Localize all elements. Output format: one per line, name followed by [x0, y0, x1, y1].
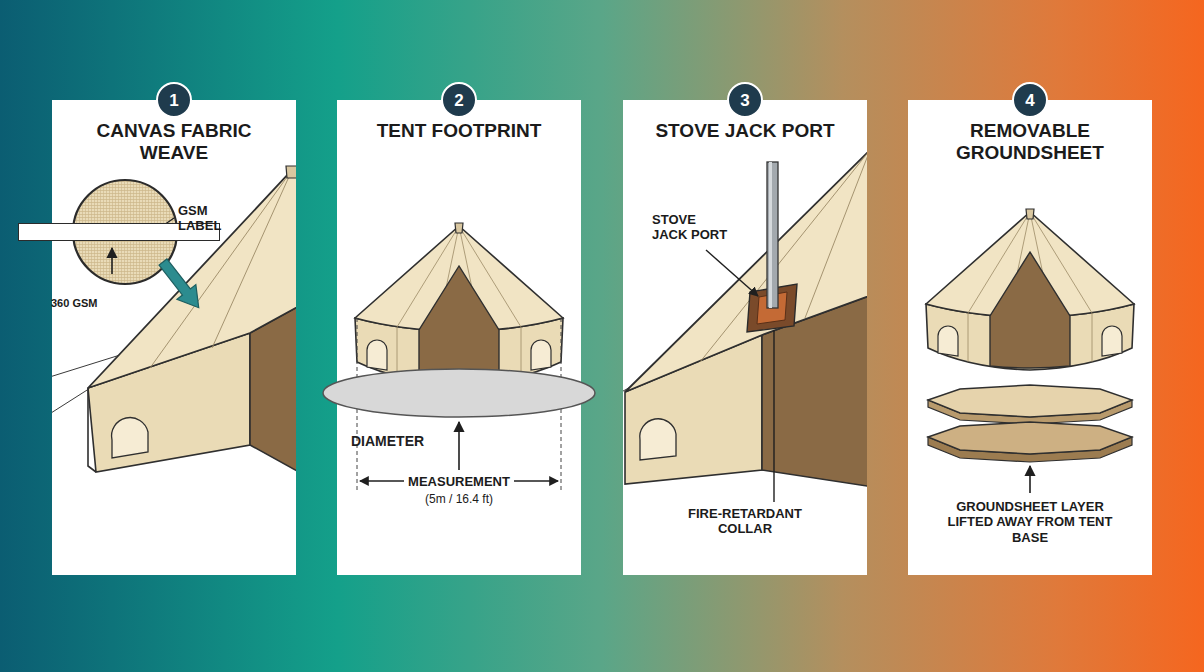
groundsheet-layer: [928, 385, 1132, 417]
ellipse-outline: [323, 369, 595, 417]
zoom-arrow: [154, 255, 209, 315]
callout-label: MEASUREMENT: [404, 474, 514, 489]
tent-window: [640, 419, 676, 460]
step-number: 1: [156, 82, 192, 118]
bell-tent: [355, 223, 563, 384]
step-number: 4: [1012, 82, 1048, 118]
pointer-arrow: [458, 422, 460, 470]
tent-window: [112, 418, 148, 458]
panel-title: CANVAS FABRIC WEAVE: [79, 120, 269, 165]
panel-card: [908, 100, 1152, 575]
panel-title: REMOVABLE GROUNDSHEET: [935, 120, 1125, 165]
groundsheet-layer: [928, 422, 1132, 454]
ellipse-outline: [322, 368, 596, 418]
panel-title: TENT FOOTPRINT: [344, 120, 574, 142]
callout-label: (5m / 16.4 ft): [425, 492, 493, 506]
step-number: 2: [441, 82, 477, 118]
leader-line: [706, 250, 758, 296]
tent-closeup: [623, 150, 867, 488]
roof-seam: [700, 150, 867, 362]
pointer-arrow: [1029, 466, 1031, 493]
callout-label: GSM LABEL: [178, 203, 234, 234]
callout-number: 2: [454, 92, 463, 109]
step-panel: CANVAS FABRIC WEAVE 360 GSM: [52, 100, 296, 575]
footprint-ellipse: DIAMETER: [322, 368, 596, 418]
tent-closeup: [52, 166, 296, 478]
callout-label: STOVE JACK PORT: [652, 212, 732, 243]
panel-title: STOVE JACK PORT: [630, 120, 860, 142]
callout-number: 3: [740, 92, 749, 109]
step-panel: STOVE JACK PORT: [623, 100, 867, 575]
stove-pipe: [769, 162, 772, 308]
pointer-arrow: [111, 248, 113, 274]
tent-edge: [88, 388, 96, 472]
shape-label: 360 GSM: [51, 297, 241, 309]
step-number: 3: [727, 82, 763, 118]
stove-pipe: [767, 162, 778, 308]
bell-tent: [926, 209, 1134, 370]
callout-number: 4: [1025, 92, 1034, 109]
tent-roof: [625, 150, 867, 392]
callout-number: 1: [169, 92, 178, 109]
leader-line: [773, 330, 774, 502]
zoom-arrow: [154, 255, 209, 315]
tent-apex: [286, 166, 296, 178]
shape-label: DIAMETER: [351, 433, 581, 449]
callout-label: GROUNDSHEET LAYER LIFTED AWAY FROM TENT …: [935, 499, 1125, 545]
callout-label: FIRE-RETARDANT COLLAR: [670, 506, 820, 537]
roof-seam: [150, 170, 292, 368]
panel-card: [337, 100, 581, 575]
